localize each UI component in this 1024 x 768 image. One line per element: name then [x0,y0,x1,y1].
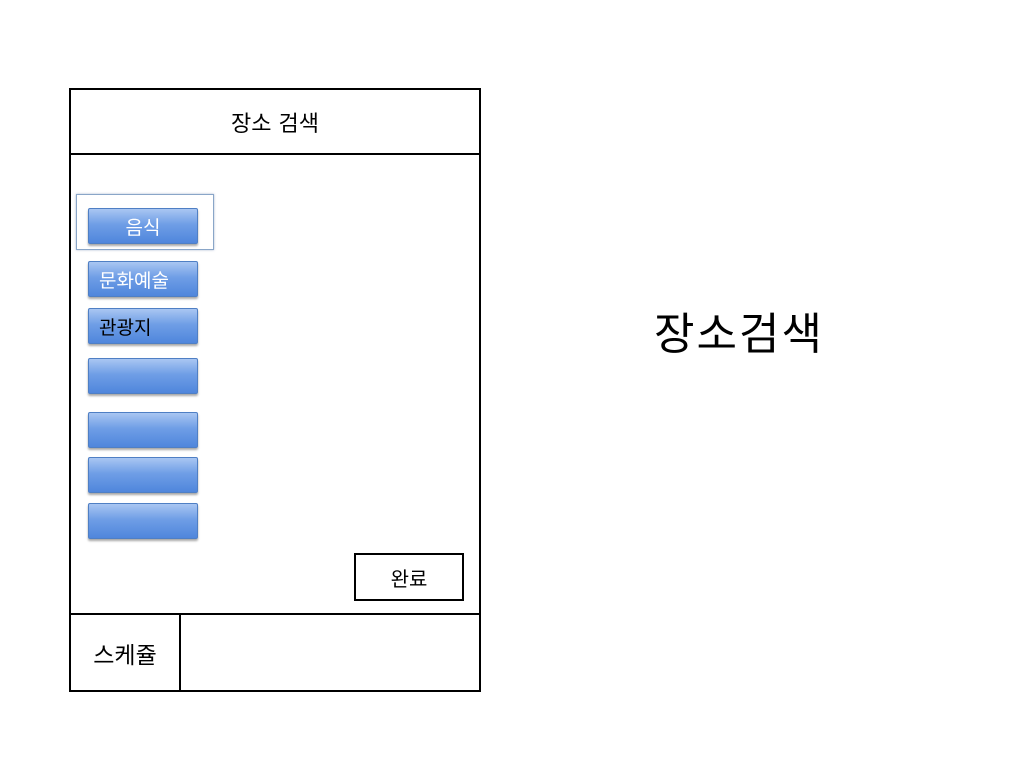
category-button-empty-1[interactable] [88,358,198,394]
category-button-tourism[interactable]: 관광지 [88,308,198,344]
category-list-area: 음식 문화예술 관광지 완료 [71,155,479,613]
category-button-food[interactable]: 음식 [88,208,198,244]
side-title: 장소검색 [654,309,824,360]
category-button-culture[interactable]: 문화예술 [88,261,198,297]
tab-schedule[interactable]: 스케쥴 [71,615,181,690]
done-button[interactable]: 완료 [354,553,464,601]
bottom-tab-bar: 스케쥴 [71,613,479,690]
page-title: 장소 검색 [71,90,479,155]
phone-mockup: 장소 검색 음식 문화예술 관광지 완료 스케쥴 [69,88,481,692]
category-button-empty-2[interactable] [88,412,198,448]
category-button-empty-4[interactable] [88,503,198,539]
category-button-empty-3[interactable] [88,457,198,493]
